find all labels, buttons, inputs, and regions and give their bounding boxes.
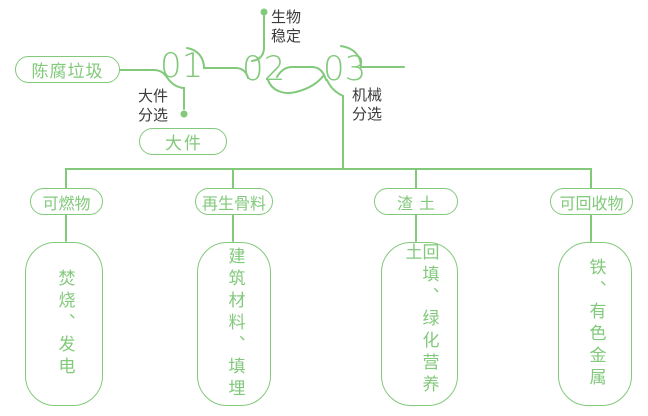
output-box-recyclable: 铁、有色金属 — [558, 242, 632, 406]
step-number-02: 02 — [242, 49, 286, 89]
step2-label: 生物 稳定 — [271, 8, 302, 45]
arc-over-step2-gap — [276, 66, 327, 81]
line-source-to-step1 — [119, 69, 185, 110]
bulky-pill: 大件 — [139, 128, 227, 155]
distribution-bar — [65, 168, 592, 189]
step-number-03: 03 — [323, 49, 367, 89]
output-text-slag: 回填、绿化营养土 — [401, 243, 439, 397]
output-box-combustible: 焚烧、发电 — [25, 242, 103, 406]
category-pill-recycled-aggregate: 再生骨料 — [195, 188, 273, 215]
dot-bulky — [180, 110, 188, 118]
line-bio-stem — [251, 15, 265, 62]
category-pill-recyclable: 可回收物 — [550, 188, 633, 215]
output-box-recycled-aggregate: 建筑材料、填埋 — [197, 242, 271, 406]
step1-label: 大件 分选 — [138, 87, 169, 124]
line-step3-drop — [326, 79, 344, 170]
arc-over-step1 — [186, 47, 249, 79]
source-pill: 陈腐垃圾 — [15, 56, 120, 83]
output-text-recycled-aggregate: 建筑材料、填埋 — [224, 247, 245, 401]
arc-under-step2-gap — [267, 74, 325, 94]
arc-over-step3 — [340, 45, 405, 68]
output-text-recyclable: 铁、有色金属 — [585, 258, 606, 390]
category-pill-combustible: 可燃物 — [30, 188, 103, 215]
output-box-slag: 回填、绿化营养土 — [381, 242, 458, 406]
dot-bio — [260, 8, 268, 16]
step-number-01: 01 — [160, 46, 204, 86]
output-text-combustible: 焚烧、发电 — [54, 269, 75, 379]
step3-label: 机械 分选 — [352, 86, 383, 123]
category-pill-slag: 渣土 — [374, 188, 458, 215]
